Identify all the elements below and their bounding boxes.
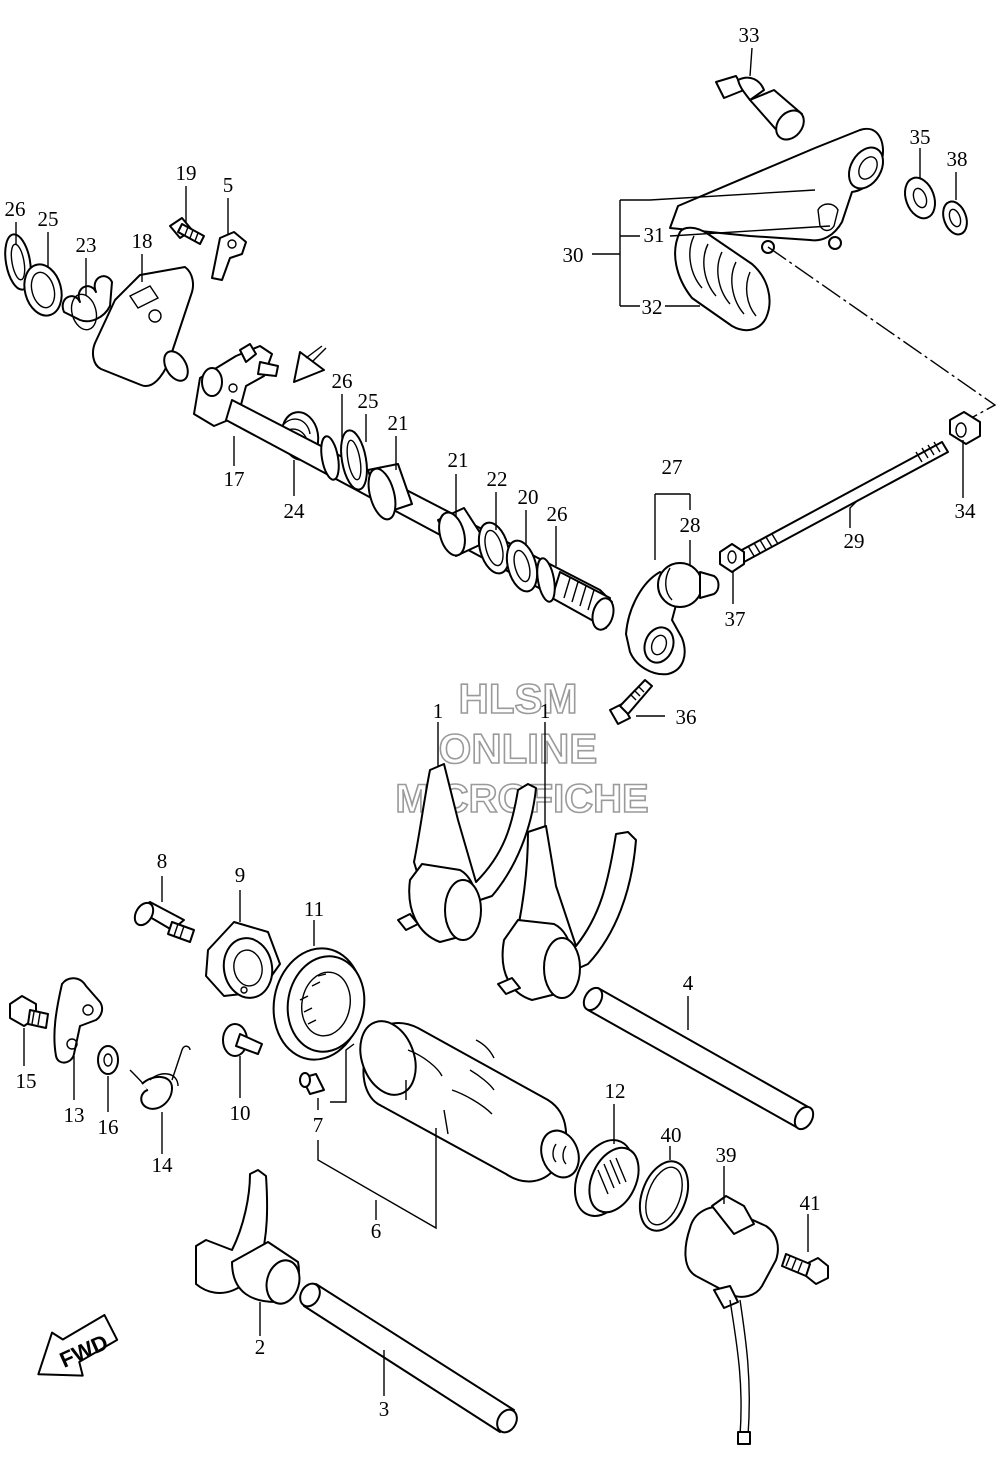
callout-12: 12 — [605, 1079, 626, 1103]
part-19-bolt — [169, 217, 205, 245]
part-8-pin — [133, 876, 195, 943]
part-33-bolt — [715, 75, 805, 141]
part-9-cam-stopper-plate — [205, 890, 281, 999]
leader-lines-arm — [636, 440, 964, 717]
watermark-line-2: ONLINE — [439, 725, 598, 772]
callout-34: 34 — [955, 499, 977, 523]
part-6-gearshift-cam — [359, 1020, 580, 1183]
callout-38: 38 — [947, 147, 968, 171]
fwd-arrow-icon: FWD — [37, 1314, 119, 1377]
part-7-pin — [299, 1072, 325, 1095]
part-21-bushing-a — [367, 463, 413, 521]
callout-22: 22 — [487, 467, 508, 491]
part-34-nut — [949, 411, 981, 445]
leader-lines-forks — [437, 722, 546, 826]
part-2-shift-fork — [195, 1169, 301, 1336]
leader-lines-lever — [592, 47, 957, 307]
part-21-bushing-b — [437, 507, 487, 557]
part-18-plate — [92, 266, 194, 387]
part-25-washer-left — [23, 263, 63, 317]
callout-27: 27 — [662, 455, 683, 479]
part-22-oil-seal — [477, 521, 511, 575]
callout-40: 40 — [661, 1123, 682, 1147]
callout-21-b: 21 — [448, 448, 469, 472]
callout-numbers: 33 35 38 31 30 32 19 5 26 25 23 18 26 25… — [5, 23, 977, 1421]
callout-17: 17 — [224, 467, 245, 491]
callout-25-shaft: 25 — [358, 389, 379, 413]
part-15-bolt — [9, 995, 49, 1066]
part-20-washer — [505, 539, 539, 593]
part-17-gearshift-shaft-arm — [193, 343, 279, 427]
part-10-bolt — [222, 1023, 263, 1098]
part-1-shift-fork-b — [497, 825, 637, 1001]
assembly-line-lever-rod — [767, 246, 997, 424]
callout-23: 23 — [76, 233, 97, 257]
callout-8: 8 — [157, 849, 168, 873]
part-3-fork-shaft — [299, 1282, 518, 1434]
part-11-bearing — [272, 920, 366, 1061]
callout-39: 39 — [716, 1143, 737, 1167]
callout-9: 9 — [235, 863, 246, 887]
callout-20: 20 — [518, 485, 539, 509]
callout-24: 24 — [284, 499, 306, 523]
part-16-washer — [97, 1045, 119, 1112]
callout-35: 35 — [910, 125, 931, 149]
callout-21-a: 21 — [388, 411, 409, 435]
callout-37: 37 — [725, 607, 746, 631]
leader-lines-shaft — [15, 186, 557, 566]
part-40-o-ring — [638, 1146, 690, 1232]
callout-41: 41 — [800, 1191, 821, 1215]
callout-7: 7 — [313, 1113, 324, 1137]
part-38-circlip — [942, 200, 968, 236]
callout-15: 15 — [16, 1069, 37, 1093]
callout-18: 18 — [132, 229, 153, 253]
callout-26-left: 26 — [5, 197, 26, 221]
callout-28: 28 — [680, 513, 701, 537]
part-26-circlip-shaft-b — [536, 557, 556, 603]
callout-32: 32 — [642, 295, 663, 319]
callout-33: 33 — [739, 23, 760, 47]
part-31-shift-lever — [669, 127, 885, 254]
leader-lines-cam — [317, 1043, 437, 1230]
callout-29: 29 — [844, 529, 865, 553]
callout-31: 31 — [644, 223, 665, 247]
callout-4: 4 — [683, 971, 694, 995]
part-12-bearing — [573, 1104, 640, 1217]
watermark-line-1: HLSM — [459, 675, 578, 722]
part-41-bolt — [781, 1214, 829, 1285]
part-5-stopper — [211, 231, 247, 281]
part-37-nut — [719, 543, 745, 573]
part-32-footrest-rubber — [674, 226, 771, 332]
part-1-shift-fork-a — [397, 763, 537, 943]
part-26-circlip-shaft-a — [320, 435, 340, 481]
callout-36: 36 — [676, 705, 697, 729]
part-13-cam-stopper — [53, 977, 104, 1100]
callout-11: 11 — [304, 897, 324, 921]
callout-26-shaft-b: 26 — [547, 502, 568, 526]
callout-25-left: 25 — [38, 207, 59, 231]
callout-19: 19 — [176, 161, 197, 185]
part-14-spring — [129, 1045, 191, 1154]
callout-1-a: 1 — [433, 699, 444, 723]
callout-10: 10 — [230, 1101, 251, 1125]
callout-3: 3 — [379, 1397, 390, 1421]
part-23-spring — [61, 275, 113, 331]
part-39-gear-position-sensor — [684, 1166, 779, 1445]
callout-13: 13 — [64, 1103, 85, 1127]
callout-6: 6 — [371, 1219, 382, 1243]
part-25-washer-shaft — [340, 429, 368, 491]
part-26-circlip-left — [4, 233, 32, 291]
callout-1-b: 1 — [540, 699, 551, 723]
callout-14: 14 — [152, 1153, 174, 1177]
part-4-fork-shaft — [582, 986, 815, 1131]
callout-16: 16 — [98, 1115, 119, 1139]
callout-2: 2 — [255, 1335, 266, 1359]
callout-30: 30 — [563, 243, 584, 267]
part-36-bolt — [609, 679, 653, 725]
callout-26-shaft-a: 26 — [332, 369, 353, 393]
callout-5: 5 — [223, 173, 234, 197]
part-35-washer — [904, 176, 936, 220]
part-28-ball-joint — [657, 562, 720, 608]
